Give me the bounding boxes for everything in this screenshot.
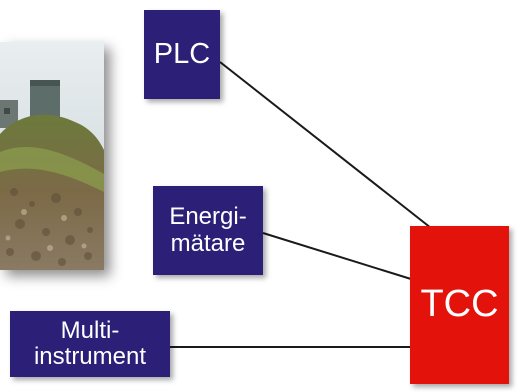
industrial-site-photo [0, 42, 104, 270]
tcc-node: TCC [410, 226, 509, 384]
multi-instrument-node: Multi- instrument [10, 311, 170, 377]
plc-label: PLC [153, 37, 211, 70]
multi-instrument-label-line2: instrument [33, 343, 147, 370]
connector-energi-tcc [262, 232, 412, 280]
multi-instrument-label-line1: Multi- [60, 316, 120, 344]
tcc-label: TCC [420, 283, 499, 326]
energy-meter-node: Energi- mätare [153, 186, 263, 275]
energy-meter-label-line2: mätare [170, 229, 246, 257]
energy-meter-label-line1: Energi- [169, 203, 247, 231]
plc-node: PLC [144, 10, 220, 99]
connector-plc-tcc [219, 61, 432, 229]
